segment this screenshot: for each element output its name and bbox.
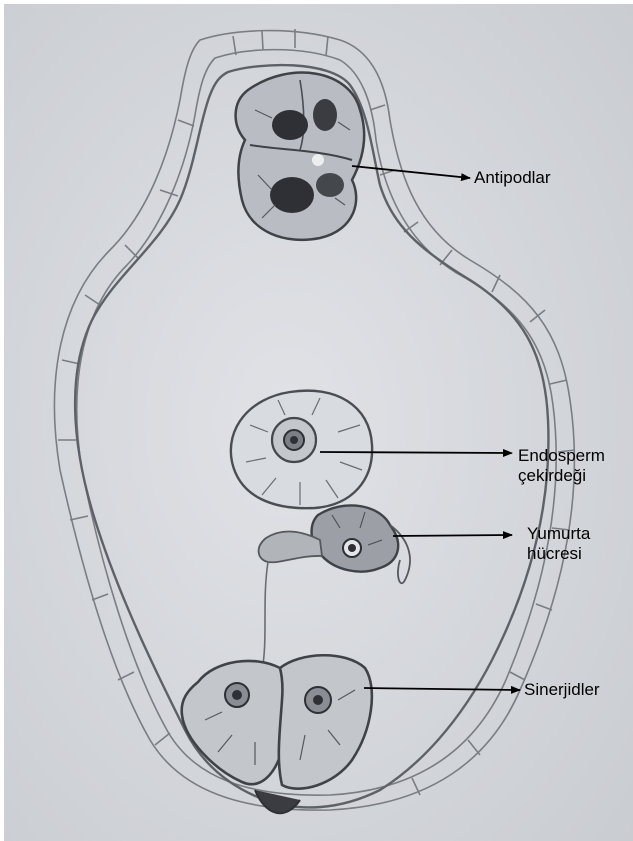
label-sinerjidler-text: Sinerjidler: [524, 680, 600, 700]
endosperm-nucleus-cell: [231, 391, 372, 509]
label-yumurta-hucresi: Yumurta hücresi: [527, 524, 590, 564]
label-yumurta-line2: hücresi: [527, 544, 590, 564]
label-sinerjidler: Sinerjidler: [524, 680, 600, 700]
label-antipodlar-text: Antipodlar: [474, 168, 551, 188]
arrow-yumurta: [393, 535, 512, 536]
arrow-endosperm: [320, 452, 512, 453]
antipodal-cells: [236, 73, 365, 240]
label-endosperm-cekirdegi: Endosperm çekirdeği: [518, 446, 605, 486]
label-endosperm-line1: Endosperm: [518, 446, 605, 466]
label-endosperm-line2: çekirdeği: [518, 466, 605, 486]
label-antipodlar: Antipodlar: [474, 168, 551, 188]
label-yumurta-line1: Yumurta: [527, 524, 590, 544]
